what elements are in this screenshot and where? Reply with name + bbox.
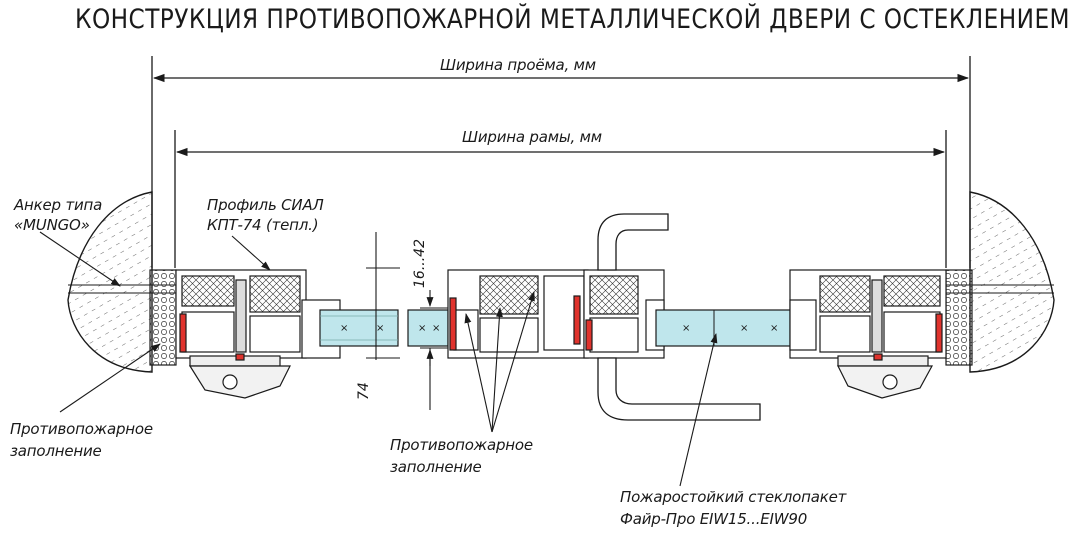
fill-left-label-line1: Противопожарное <box>10 420 153 438</box>
fill-left-label-line2: заполнение <box>10 442 102 460</box>
svg-text:×: × <box>340 323 348 334</box>
svg-text:×: × <box>432 323 440 334</box>
profile-depth-label: 74 <box>356 382 372 400</box>
left-glass-unit: × × <box>319 309 399 347</box>
fill-center-label-line2: заполнение <box>390 458 482 476</box>
opening-width-label: Ширина проёма, мм <box>440 56 596 74</box>
left-wall <box>67 191 240 373</box>
frame-width-dimension <box>174 130 947 268</box>
right-glass-unit: × × × <box>655 309 799 347</box>
door-handle <box>597 213 761 421</box>
glass-thickness-dimension <box>366 232 448 410</box>
right-frame-profile <box>789 269 947 399</box>
leader-lines <box>39 231 718 487</box>
center-glass-unit: × × <box>407 309 449 347</box>
opening-width-dimension <box>151 56 971 268</box>
svg-text:×: × <box>740 323 748 334</box>
profile-label-line2: КПТ-74 (тепл.) <box>207 216 319 234</box>
left-frame-profile <box>175 269 341 399</box>
profile-label-line1: Профиль СИАЛ <box>207 196 324 214</box>
svg-text:×: × <box>770 323 778 334</box>
glass-thickness-label: 16...42 <box>412 239 428 288</box>
svg-text:×: × <box>376 323 384 334</box>
right-wall <box>880 191 1055 373</box>
svg-text:×: × <box>682 323 690 334</box>
fill-center-label-line1: Противопожарное <box>390 436 533 454</box>
anchor-label-line1: Анкер типа <box>14 196 103 214</box>
diagram-title: КОНСТРУКЦИЯ ПРОТИВОПОЖАРНОЙ МЕТАЛЛИЧЕСКО… <box>75 4 1071 35</box>
door-leaf-profile <box>583 269 665 359</box>
svg-text:×: × <box>418 323 426 334</box>
glass-label-line1: Пожаростойкий стеклопакет <box>620 488 847 506</box>
anchor-label-line2: «MUNGO» <box>14 216 90 234</box>
frame-width-label: Ширина рамы, мм <box>462 128 602 146</box>
glass-label-line2: Файр-Про EIW15...EIW90 <box>620 510 808 528</box>
